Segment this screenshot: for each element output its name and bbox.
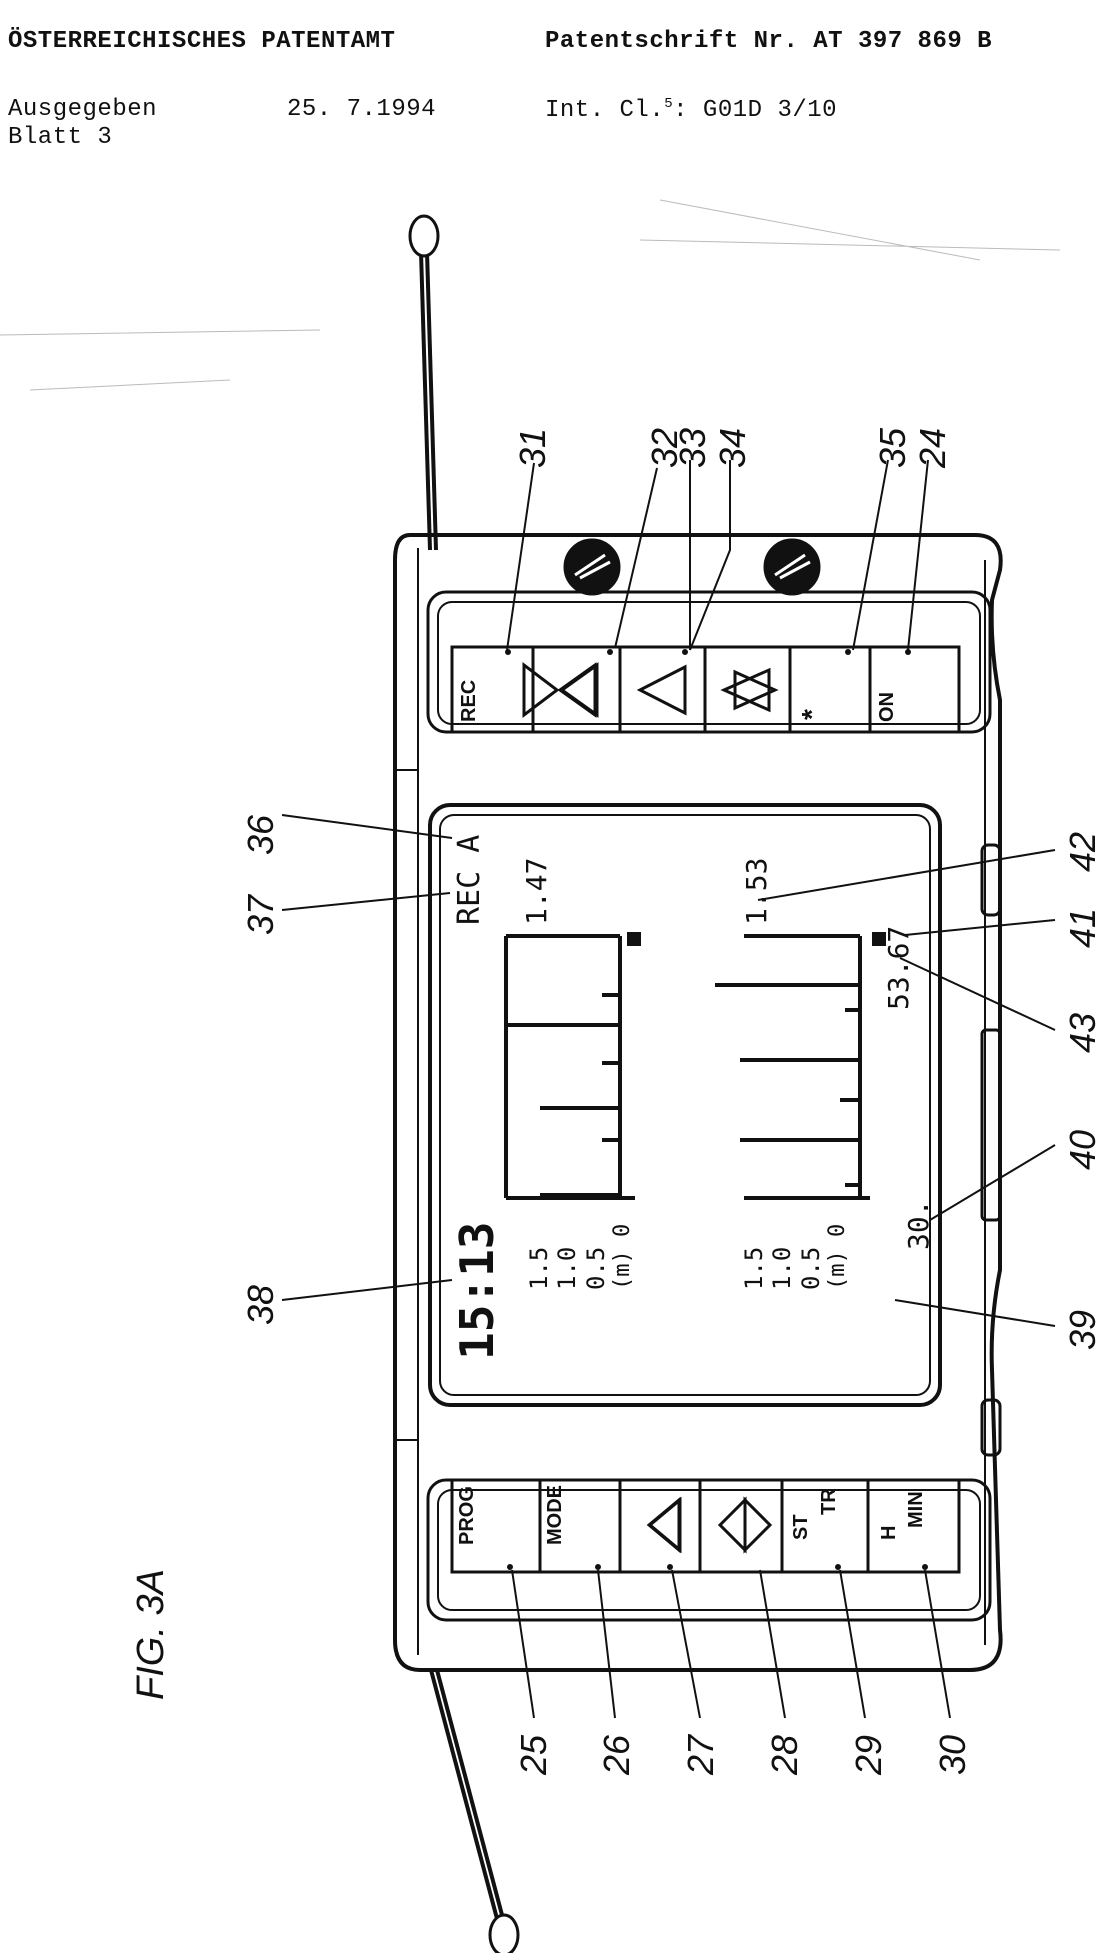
lcd-value-d: 30. — [902, 1199, 935, 1250]
ref-31: 31 — [512, 427, 553, 468]
leader-lines — [281, 459, 1056, 1719]
knob-right — [763, 538, 821, 596]
button-dots — [505, 649, 928, 1570]
graph-1 — [504, 932, 641, 1200]
ref-28: 28 — [764, 1734, 805, 1775]
ref-39: 39 — [1062, 1309, 1103, 1350]
ref-33: 33 — [672, 427, 713, 468]
lcd-time: 15:13 — [450, 1221, 504, 1360]
h-button-label: H — [878, 1525, 900, 1540]
issued-label: Ausgegeben — [8, 96, 158, 123]
ref-24: 24 — [912, 427, 953, 468]
axis2-label-4: (m) 0 — [825, 1223, 850, 1290]
int-class: Int. Cl.5: G01D 3/10 — [545, 96, 837, 124]
graph-2 — [715, 932, 886, 1200]
patent-office-name: ÖSTERREICHISCHES PATENTAMT — [8, 28, 396, 55]
axis2-label-1: 1.5 — [740, 1246, 768, 1290]
ref-30: 30 — [932, 1734, 973, 1775]
ref-29: 29 — [848, 1734, 889, 1775]
ref-36: 36 — [240, 814, 281, 855]
device-housing — [393, 533, 1003, 1672]
ref-26: 26 — [596, 1734, 637, 1775]
st-button-label: ST — [790, 1514, 812, 1540]
side-port-1 — [980, 843, 1002, 917]
bottom-button-strip — [450, 1478, 961, 1574]
figure-caption: FIG. 3A — [130, 1569, 172, 1700]
axis1-label-3: 0.5 — [582, 1246, 610, 1290]
ref-27: 27 — [680, 1734, 721, 1775]
left-right-icon — [646, 1496, 682, 1554]
fast-up-icon — [522, 661, 599, 719]
ref-25: 25 — [513, 1734, 554, 1775]
int-class-edition: 5 — [664, 96, 674, 112]
on-button-label: ON — [876, 692, 898, 722]
rec-button-label: REC — [458, 679, 480, 722]
axis1-label-4: (m) 0 — [610, 1223, 635, 1290]
issued-date: 25. 7.1994 — [287, 96, 437, 123]
ref-41: 41 — [1062, 907, 1103, 948]
axis1-label-2: 1.0 — [553, 1246, 581, 1290]
lcd-screen-inner — [439, 814, 931, 1396]
lcd-value-a: 1.47 — [520, 857, 553, 925]
right-left-icon — [717, 1496, 773, 1554]
ref-43: 43 — [1062, 1012, 1103, 1053]
lcd-screen — [428, 803, 942, 1407]
fast-down-icon — [720, 667, 779, 713]
scan-noise — [0, 199, 1061, 391]
star-button-label: * — [796, 709, 827, 720]
ref-37: 37 — [240, 894, 281, 935]
axis2-label-2: 1.0 — [768, 1246, 796, 1290]
antenna-bottom — [429, 1669, 520, 1953]
prog-button-label: PROG — [456, 1486, 478, 1545]
mode-button-label: MODE — [544, 1485, 566, 1545]
ref-34: 34 — [712, 427, 753, 468]
side-port-3 — [980, 1398, 1002, 1457]
int-class-prefix: Int. Cl. — [545, 97, 665, 124]
int-class-value: : G01D 3/10 — [673, 97, 838, 124]
axis2-label-3: 0.5 — [797, 1246, 825, 1290]
ref-40: 40 — [1062, 1129, 1103, 1170]
tr-button-label: TR — [818, 1488, 840, 1515]
ref-35: 35 — [872, 427, 913, 468]
sheet-number: Blatt 3 — [8, 124, 113, 151]
lcd-value-b: 1.53 — [740, 857, 773, 925]
antenna-top — [408, 214, 440, 551]
up-icon — [636, 664, 687, 716]
ref-42: 42 — [1062, 831, 1103, 872]
lcd-mode: REC A — [452, 834, 487, 925]
patent-number: Patentschrift Nr. AT 397 869 B — [545, 28, 993, 55]
device-housing-inner — [417, 548, 986, 1655]
bottom-panel-frame-inner — [437, 1489, 981, 1611]
side-port-2 — [980, 1028, 1002, 1222]
min-button-label: MIN — [905, 1491, 927, 1528]
knob-left — [563, 538, 621, 596]
lcd-value-c: 53.67 — [882, 925, 915, 1010]
ref-38: 38 — [240, 1284, 281, 1325]
axis1-label-1: 1.5 — [525, 1246, 553, 1290]
